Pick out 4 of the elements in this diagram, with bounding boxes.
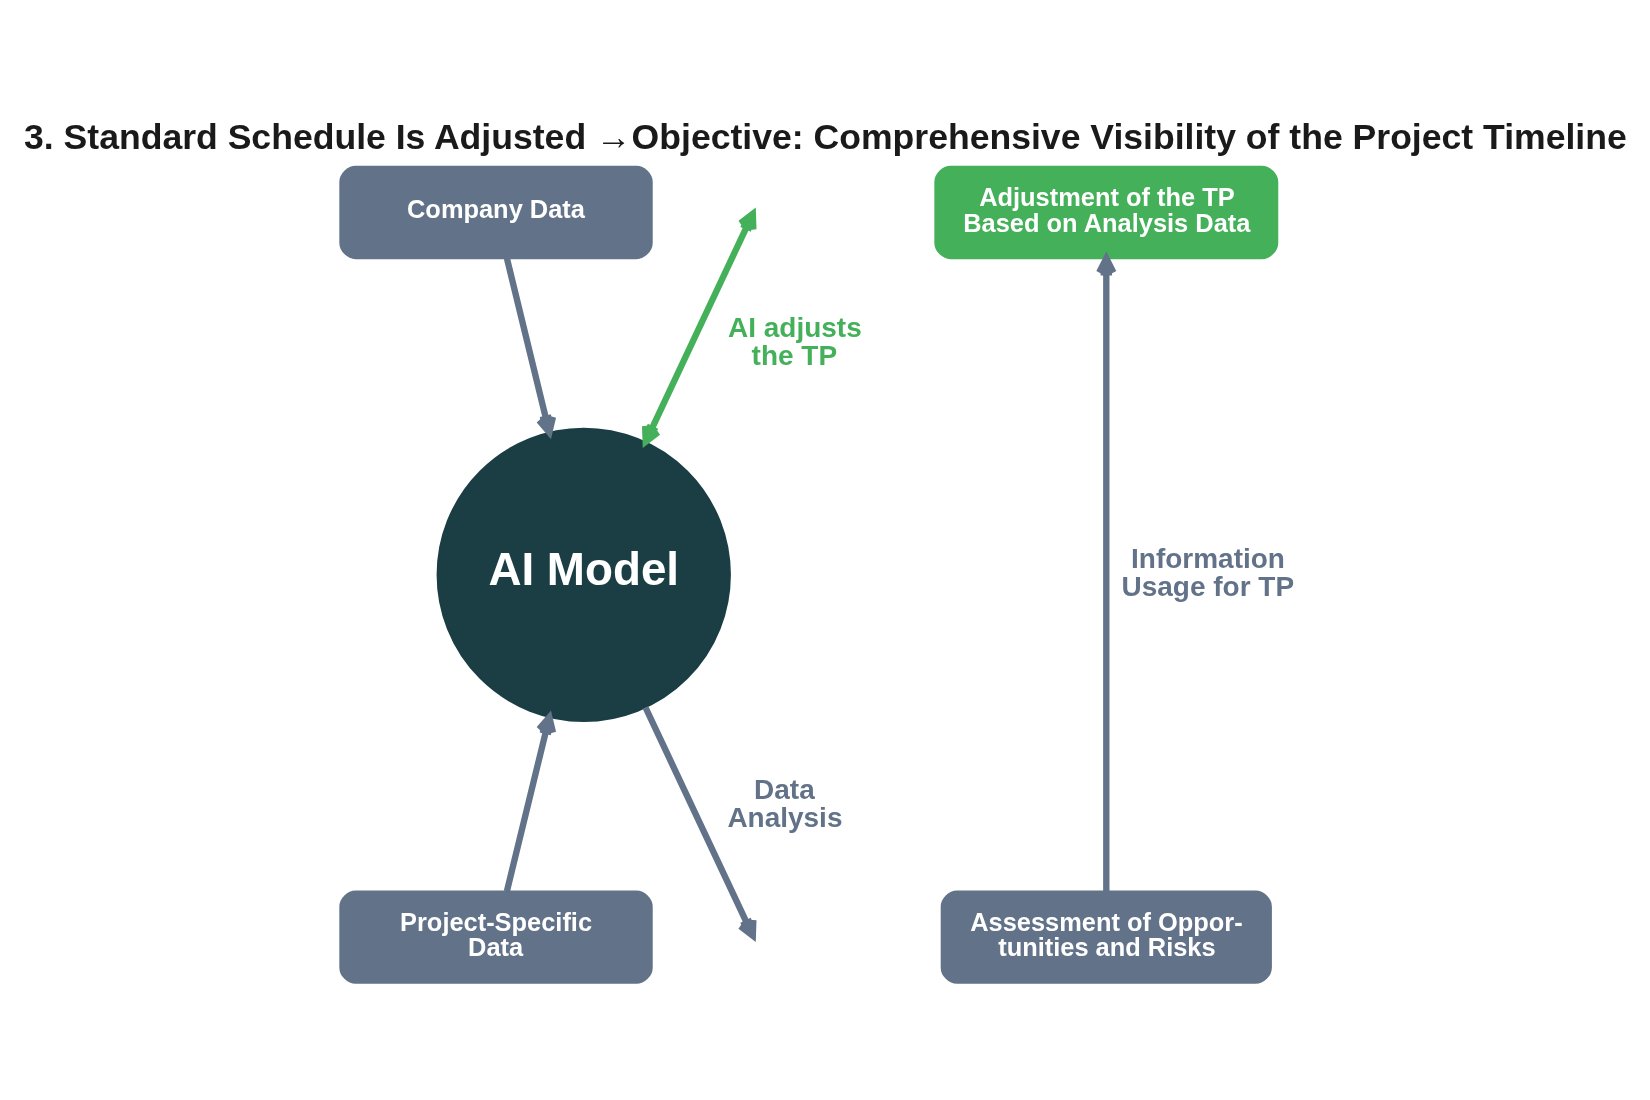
edge-label: AI adjusts the TP xyxy=(728,311,862,371)
edge-label: Information Usage for TP xyxy=(1121,542,1295,602)
diagram-title: 3. Standard Schedule Is Adjusted →Objective: Comprehensive Visibility of the Project Timeline xyxy=(24,117,1627,158)
edge-label: Data Analysis xyxy=(727,774,843,834)
